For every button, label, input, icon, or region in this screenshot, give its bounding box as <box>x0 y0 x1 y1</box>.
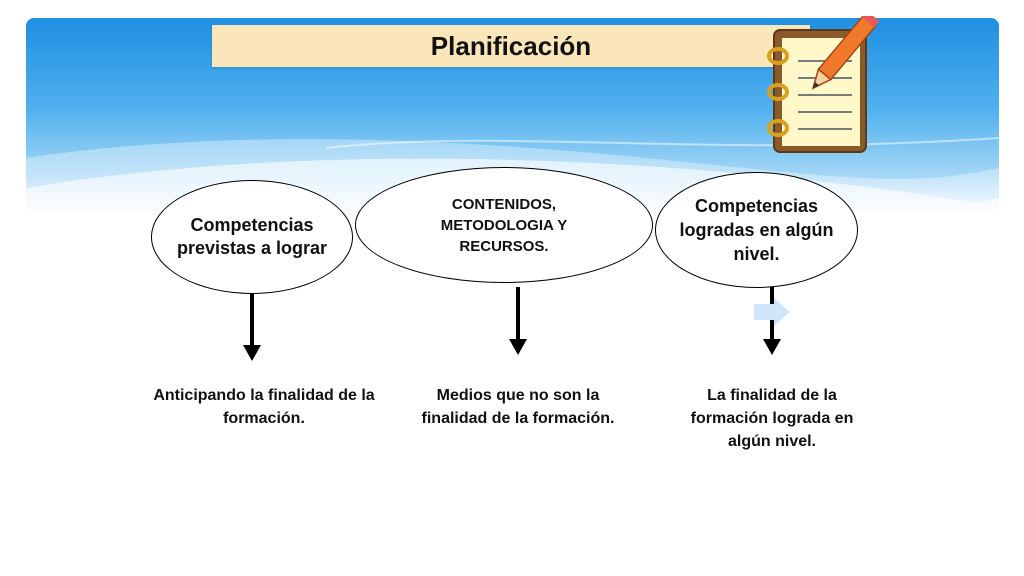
title-bar <box>212 25 810 67</box>
notepad-pencil-icon <box>767 16 880 153</box>
page-title: Planificación <box>430 30 592 61</box>
caption-anticipando: Anticipando la finalidad de la formación… <box>153 387 375 427</box>
arrow-down-icon <box>509 287 527 355</box>
node-competencias-previstas: Competencias previstas a lograr <box>151 180 353 294</box>
caption-finalidad: La finalidad de la formación lograda en … <box>690 387 854 450</box>
arrow-down-icon <box>243 293 261 361</box>
arrow-right-icon <box>754 298 790 326</box>
node-contenidos: CONTENIDOS, METODOLOGIA Y RECURSOS. <box>355 167 653 283</box>
node-competencias-logradas: Competencias logradas en algún nivel. <box>655 172 858 288</box>
caption-medios: Medios que no son la finalidad de la for… <box>421 387 615 427</box>
